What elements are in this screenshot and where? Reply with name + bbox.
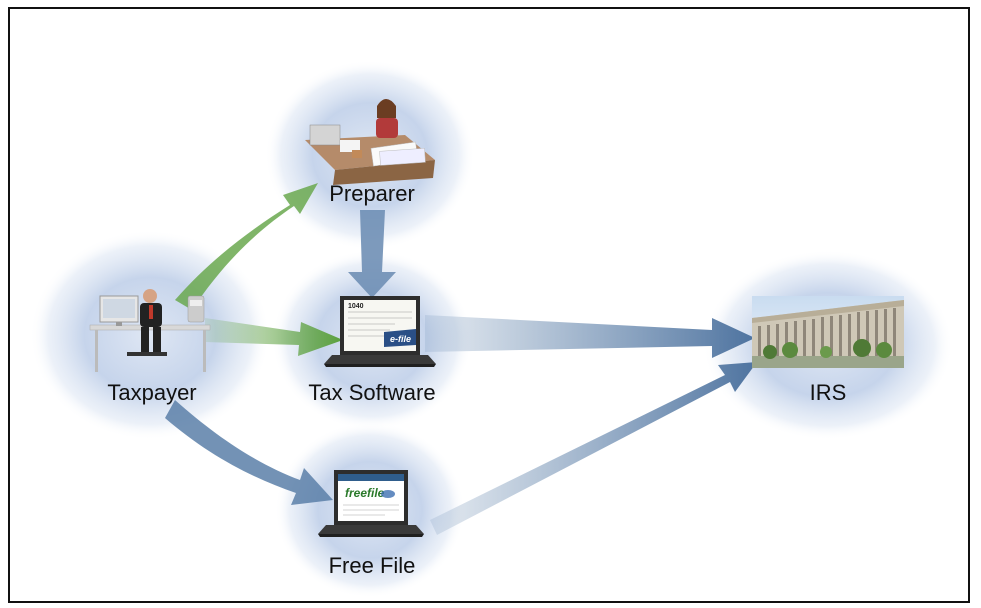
arrow-taxpayer-preparer [175,183,318,310]
taxpayer-label: Taxpayer [107,380,197,405]
taxpayer-image [89,289,211,372]
edges [165,183,757,535]
free-file-laptop: freefile [318,470,424,537]
tax-software-laptop: 1040 e-file [324,296,436,367]
irs-building-image [752,296,904,368]
arrow-taxpayer-tax-software [205,318,343,356]
preparer-label: Preparer [329,181,415,206]
arrow-preparer-tax-software [348,210,396,298]
arrow-taxpayer-free-file [165,400,333,505]
irs-label: IRS [809,380,847,405]
freefile-logo: freefile [345,486,385,500]
e-file-label: e-file [390,334,411,344]
arrow-free-file-irs [430,362,757,535]
free-file-label: Free File [328,553,416,578]
arrow-tax-software-irs [425,315,755,358]
preparer-image [305,99,435,185]
tax-software-label: Tax Software [308,380,436,405]
tax-form-number: 1040 [348,303,364,310]
